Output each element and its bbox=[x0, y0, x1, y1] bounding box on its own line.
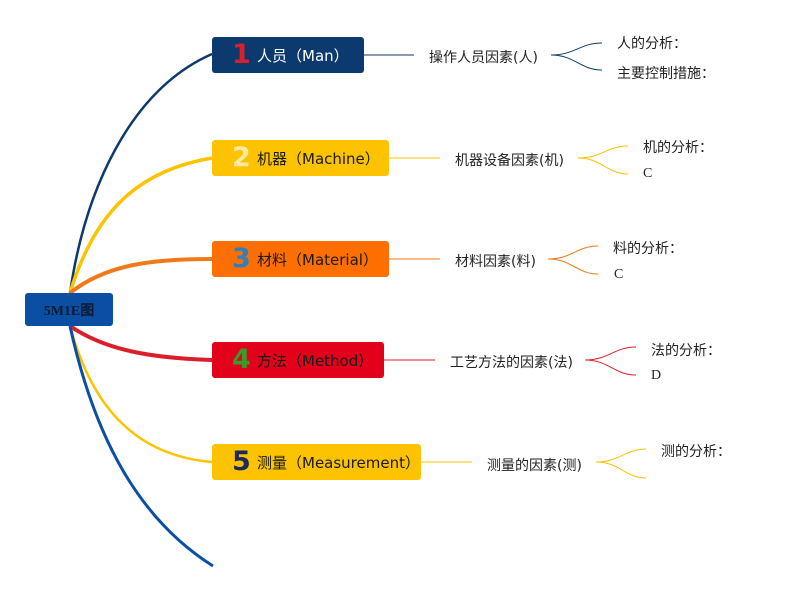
category-man[interactable]: 1 人员（Man） bbox=[212, 37, 364, 73]
category-label: 方法（Method） bbox=[257, 351, 374, 370]
detail-man-measures[interactable]: 主要控制措施： bbox=[617, 66, 715, 82]
number-badge: 2 bbox=[232, 142, 251, 173]
cause-material[interactable]: 材料因素(料) bbox=[453, 251, 538, 271]
number-badge: 4 bbox=[232, 344, 251, 375]
cause-man[interactable]: 操作人员因素(人) bbox=[427, 47, 540, 67]
fork-man bbox=[550, 42, 603, 71]
category-measurement[interactable]: 5 测量（Measurement） bbox=[212, 444, 421, 480]
branch-material bbox=[68, 257, 213, 295]
category-label: 材料（Material） bbox=[257, 250, 378, 269]
detail-measurement-analysis[interactable]: 测的分析： bbox=[661, 444, 731, 460]
category-method[interactable]: 4 方法（Method） bbox=[212, 342, 384, 378]
category-label: 机器（Machine） bbox=[257, 149, 380, 168]
fork-machine bbox=[577, 145, 629, 175]
category-label: 人员（Man） bbox=[257, 46, 349, 65]
fork-method bbox=[584, 346, 637, 376]
cause-machine[interactable]: 机器设备因素(机) bbox=[453, 150, 566, 170]
root-node[interactable]: 5M1E图 bbox=[25, 293, 113, 326]
branch-measurement bbox=[68, 325, 213, 464]
detail-method-analysis[interactable]: 法的分析： bbox=[651, 343, 721, 359]
branch-method bbox=[68, 324, 213, 362]
number-badge: 3 bbox=[232, 243, 251, 274]
detail-material-c[interactable]: C bbox=[614, 267, 624, 282]
branch-tail bbox=[68, 325, 214, 568]
category-machine[interactable]: 2 机器（Machine） bbox=[212, 140, 389, 176]
detail-man-analysis[interactable]: 人的分析： bbox=[617, 36, 687, 52]
branch-machine bbox=[68, 156, 213, 294]
category-label: 测量（Measurement） bbox=[257, 453, 420, 472]
branch-man bbox=[68, 52, 213, 294]
root-label: 5M1E图 bbox=[43, 303, 95, 319]
detail-method-d[interactable]: D bbox=[651, 368, 662, 383]
detail-machine-c[interactable]: C bbox=[643, 166, 653, 181]
fork-material bbox=[547, 245, 599, 275]
fork-measurement bbox=[595, 448, 647, 479]
cause-measurement[interactable]: 测量的因素(测) bbox=[485, 455, 584, 475]
category-material[interactable]: 3 材料（Material） bbox=[212, 241, 389, 277]
number-badge: 1 bbox=[232, 39, 251, 70]
cause-method[interactable]: 工艺方法的因素(法) bbox=[448, 352, 575, 372]
detail-material-analysis[interactable]: 料的分析： bbox=[613, 241, 683, 257]
detail-machine-analysis[interactable]: 机的分析： bbox=[643, 140, 713, 156]
number-badge: 5 bbox=[232, 446, 251, 477]
